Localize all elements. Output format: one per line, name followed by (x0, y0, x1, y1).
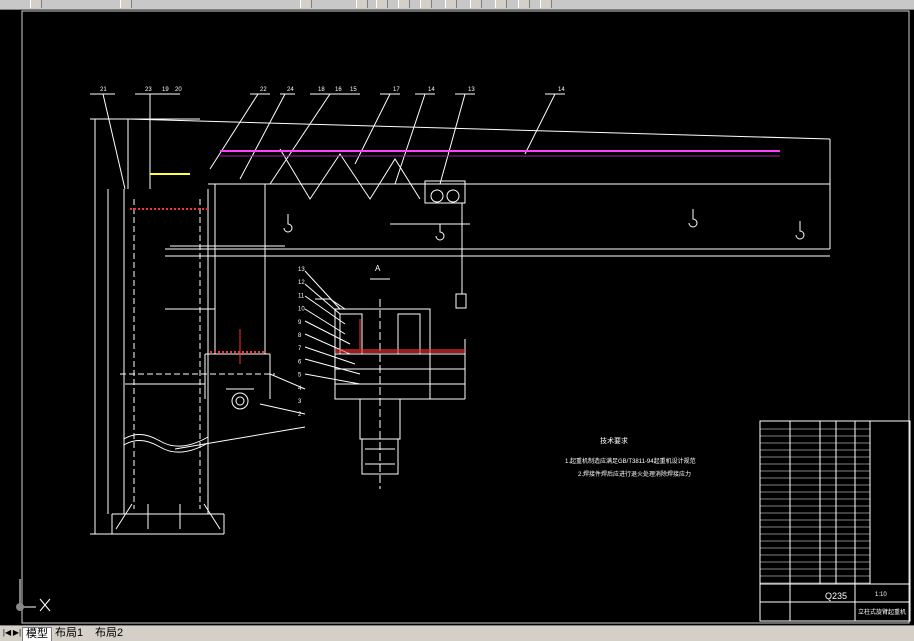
balloon-label: 19 (162, 87, 169, 93)
tab-layout1[interactable]: 布局1 (55, 627, 84, 639)
toolbar-button[interactable] (30, 0, 42, 8)
tab-nav-next-icon[interactable]: ▶| (12, 628, 22, 637)
section-label: 4 (298, 386, 302, 392)
balloon-label: 15 (350, 87, 357, 93)
section-mark: A (375, 264, 381, 273)
parts-list (759, 420, 911, 622)
balloon-label: 18 (318, 87, 325, 93)
toolbar-button[interactable] (120, 0, 132, 8)
note-1: 1.起重机制造应满足GB/T3811-94起重机设计规范 (565, 457, 696, 465)
drawing-title: 立柱式旋臂起重机 (858, 608, 906, 616)
section-label: 12 (298, 280, 305, 286)
toolbar (0, 0, 914, 10)
section-label: 8 (298, 333, 302, 339)
balloon-label: 17 (393, 87, 400, 93)
notes-title: 技术要求 (600, 436, 628, 445)
balloon-label: 20 (175, 87, 182, 93)
tab-layout2[interactable]: 布局2 (95, 627, 124, 639)
balloon-label: 16 (335, 87, 342, 93)
scale-label: 1:10 (875, 592, 887, 598)
section-label: 6 (298, 359, 302, 365)
section-label: 13 (298, 267, 305, 273)
balloon-label: 13 (468, 87, 475, 93)
toolbar-button[interactable] (470, 0, 482, 8)
toolbar-button[interactable] (495, 0, 507, 8)
toolbar-button[interactable] (300, 0, 312, 8)
balloon-label: 21 (100, 87, 107, 93)
note-2: 2.焊接件焊后应进行退火处理消除焊接应力 (578, 470, 691, 478)
balloon-label: 14 (428, 87, 435, 93)
balloon-label: 23 (145, 87, 152, 93)
layout-tab-bar: |◀ ▶| 模型 布局1 布局2 (0, 625, 914, 641)
drawing-canvas[interactable]: A 技术要求 1.起重机制造应满足GB/T3811-94起重机设计规范 2.焊接… (0, 9, 914, 625)
toolbar-button[interactable] (420, 0, 432, 8)
section-label: 2 (298, 412, 302, 418)
toolbar-button[interactable] (398, 0, 410, 8)
drawing-text: A 技术要求 1.起重机制造应满足GB/T3811-94起重机设计规范 2.焊接… (100, 87, 906, 616)
section-label: 3 (298, 399, 302, 405)
toolbar-button[interactable] (518, 0, 530, 8)
drawing-geometry (21, 10, 910, 624)
ucs-icon (16, 579, 51, 612)
balloon-label: 24 (287, 87, 294, 93)
tab-nav-prev-icon[interactable]: |◀ (2, 628, 12, 637)
section-label: 11 (298, 293, 305, 299)
toolbar-button[interactable] (540, 0, 552, 8)
section-label: 9 (298, 320, 302, 326)
section-label: 10 (298, 307, 305, 313)
balloon-label: 14 (558, 87, 565, 93)
material-label: Q235 (825, 591, 847, 601)
section-label: 7 (298, 346, 302, 352)
toolbar-button[interactable] (445, 0, 457, 8)
balloon-label: 22 (260, 87, 267, 93)
colored-geometry (130, 150, 780, 364)
parts-rows (760, 428, 870, 584)
section-label: 5 (298, 373, 302, 379)
tab-model[interactable]: 模型 (22, 627, 52, 641)
toolbar-button[interactable] (356, 0, 368, 8)
toolbar-button[interactable] (376, 0, 388, 8)
